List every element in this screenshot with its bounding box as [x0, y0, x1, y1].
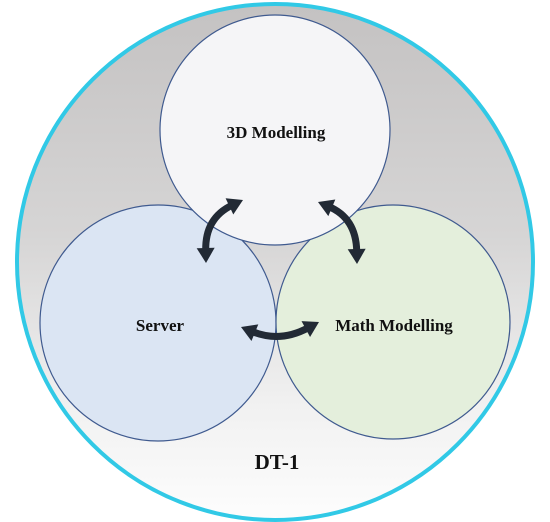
arrow-server-math-modelling	[241, 321, 319, 342]
arrowhead	[196, 247, 215, 263]
arrow-shaft	[325, 202, 361, 255]
arrow-shaft	[202, 201, 236, 254]
arrowhead	[347, 248, 366, 264]
node-label-server: Server	[136, 316, 185, 335]
outer-label-dt1: DT-1	[255, 450, 300, 474]
node-label-math-modelling: Math Modelling	[335, 316, 453, 335]
math-modelling-circle	[275, 204, 511, 440]
arrow-3d-modelling-server	[196, 198, 243, 263]
arrow-3d-modelling-math-modelling	[318, 199, 366, 264]
3d-modelling-circle	[159, 14, 391, 246]
arrow-shaft	[248, 324, 312, 340]
arrowhead	[301, 321, 319, 338]
arrowhead	[225, 198, 243, 215]
arrowhead	[241, 324, 259, 342]
arrowhead	[318, 199, 336, 217]
node-label-3d-modelling: 3D Modelling	[227, 123, 326, 142]
